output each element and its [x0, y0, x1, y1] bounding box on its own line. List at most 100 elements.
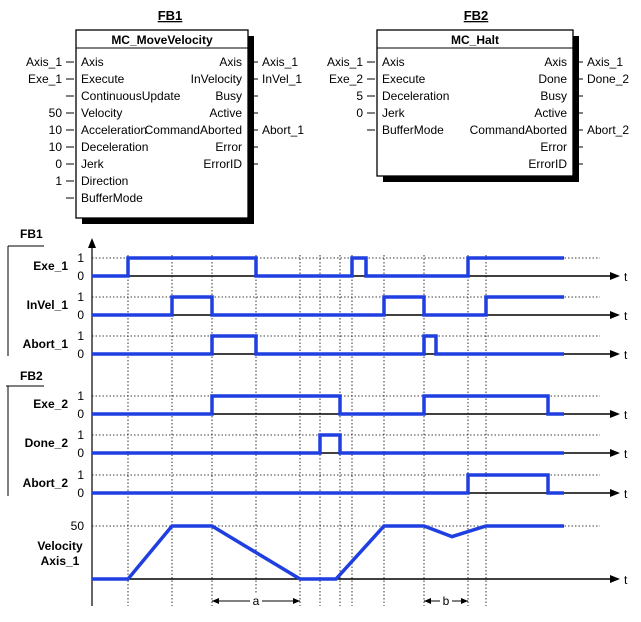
fb2-output-commandaborted: CommandAborted: [470, 123, 567, 137]
fb1-output-invelocity: InVelocity: [191, 72, 242, 86]
time-axis-arrow: [610, 272, 620, 280]
fb2-title: FB2: [464, 8, 489, 23]
level-low-label: 0: [77, 486, 84, 500]
waveform-exe_2: [92, 394, 564, 416]
velocity-time-label: t: [624, 573, 628, 587]
level-low-label: 0: [77, 446, 84, 460]
time-axis-arrow: [610, 350, 620, 358]
velocity-label: Velocity: [37, 539, 83, 553]
time-label: t: [624, 309, 628, 323]
fb2-output-active: Active: [534, 106, 567, 120]
time-label: t: [624, 408, 628, 422]
fb1-input-direction: Direction: [81, 174, 128, 188]
section-label: FB1: [20, 227, 43, 241]
fb1-output-active: Active: [209, 106, 242, 120]
level-low-label: 0: [77, 269, 84, 283]
fb2-input-value: 0: [356, 106, 363, 120]
time-axis-arrow: [610, 311, 620, 319]
signal-label-exe_1: Exe_1: [33, 259, 68, 273]
fb1-output-busy: Busy: [215, 89, 242, 103]
fb1-input-execute: Execute: [81, 72, 125, 86]
interval-label-a: a: [253, 594, 260, 608]
fb2-output-axis: Axis: [544, 55, 567, 69]
section-label: FB2: [20, 369, 43, 383]
fb2-type: MC_Halt: [451, 33, 499, 47]
velocity-label: Axis_1: [41, 554, 80, 568]
waveform-done_2: [92, 433, 564, 455]
fb1-output-axis: Axis: [219, 55, 242, 69]
fb1-box: [75, 29, 249, 219]
level-high-label: 1: [77, 428, 84, 442]
level-high-label: 1: [77, 290, 84, 304]
fb2-output-value: Abort_2: [587, 123, 629, 137]
fb1-input-value: 50: [49, 106, 63, 120]
level-high-label: 1: [77, 251, 84, 265]
time-axis-arrow: [610, 489, 620, 497]
signal-label-invel_1: InVel_1: [27, 298, 69, 312]
interval-arrow-right: [293, 598, 300, 604]
fb2-output-busy: Busy: [540, 89, 567, 103]
interval-label-b: b: [443, 594, 450, 608]
interval-label-bg: [250, 593, 262, 607]
fb1-input-value: Axis_1: [26, 55, 62, 69]
waveform-exe_1: [92, 256, 564, 278]
level-high-label: 1: [77, 329, 84, 343]
fb1-output-commandaborted: CommandAborted: [145, 123, 242, 137]
level-high-label: 1: [77, 389, 84, 403]
fb2-output-error: Error: [540, 140, 567, 154]
fb2-output-value: Axis_1: [587, 55, 623, 69]
fb2-output-done: Done: [538, 72, 567, 86]
fb2-input-value: 5: [356, 89, 363, 103]
fb2-input-value: Exe_2: [329, 72, 363, 86]
time-label: t: [624, 348, 628, 362]
velocity-axis-arrow: [610, 575, 620, 583]
fb1-input-axis: Axis: [81, 55, 104, 69]
fb1-input-continuousupdate: ContinuousUpdate: [81, 89, 181, 103]
fb1-output-error: Error: [215, 140, 242, 154]
fb1-input-value: 1: [55, 174, 62, 188]
fb1-input-deceleration: Deceleration: [81, 140, 148, 154]
level-low-label: 0: [77, 347, 84, 361]
fb1-input-value: 0: [55, 157, 62, 171]
fb2-input-deceleration: Deceleration: [382, 89, 449, 103]
fb2-input-value: Axis_1: [327, 55, 363, 69]
time-label: t: [624, 270, 628, 284]
time-axis-arrow: [610, 449, 620, 457]
fb1-input-acceleration: Acceleration: [81, 123, 147, 137]
fb2-input-axis: Axis: [382, 55, 405, 69]
signal-label-done_2: Done_2: [25, 436, 69, 450]
fb1-title: FB1: [158, 8, 183, 23]
fb1-type: MC_MoveVelocity: [111, 33, 213, 47]
fb1-input-value: Exe_1: [28, 72, 62, 86]
signal-label-exe_2: Exe_2: [33, 397, 68, 411]
level-low-label: 0: [77, 407, 84, 421]
fb1-output-value: InVel_1: [262, 72, 302, 86]
fb1-input-velocity: Velocity: [81, 106, 122, 120]
time-label: t: [624, 487, 628, 501]
level-low-label: 0: [77, 308, 84, 322]
fb1-input-jerk: Jerk: [81, 157, 105, 171]
fb1-output-value: Axis_1: [262, 55, 298, 69]
interval-label-bg: [440, 593, 452, 607]
fb2-box: [376, 29, 574, 177]
signal-label-abort_2: Abort_2: [23, 476, 69, 490]
level-high-label: 1: [77, 468, 84, 482]
fb2-input-buffermode: BufferMode: [382, 123, 444, 137]
fb1-input-value: 10: [49, 123, 63, 137]
interval-arrow-left: [424, 598, 431, 604]
time-label: t: [624, 447, 628, 461]
interval-arrow-right: [461, 598, 468, 604]
fb1-input-buffermode: BufferMode: [81, 191, 143, 205]
signal-label-abort_1: Abort_1: [23, 337, 69, 351]
fb1-input-value: 10: [49, 140, 63, 154]
fb1-output-errorid: ErrorID: [203, 157, 242, 171]
fb1-output-value: Abort_1: [262, 123, 304, 137]
waveform-abort_1: [92, 334, 564, 356]
fb2-input-execute: Execute: [382, 72, 426, 86]
fb2-input-jerk: Jerk: [382, 106, 406, 120]
fb2-output-errorid: ErrorID: [528, 157, 567, 171]
